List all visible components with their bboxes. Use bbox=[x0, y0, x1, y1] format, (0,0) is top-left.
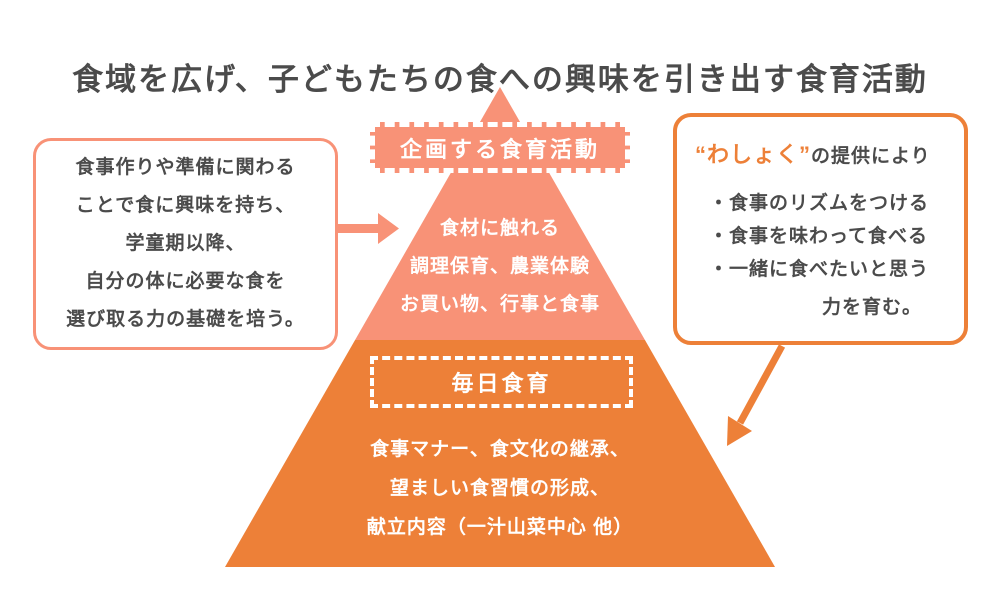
left-callout-line: 自分の体に必要な食を bbox=[85, 271, 286, 292]
left-callout: 食事作りや準備に関わる ことで食に興味を持ち、 学童期以降、 自分の体に必要な食… bbox=[33, 138, 338, 350]
planned-activities-label: 企画する食育活動 bbox=[370, 122, 630, 173]
bullet-item: ・一緒に食べたいと思う bbox=[709, 259, 930, 280]
right-arrow-icon bbox=[727, 344, 786, 446]
washoku-highlight: “わしょく” bbox=[695, 142, 812, 167]
lower-activities-text: 食事マナー、食文化の継承、 望ましい食習慣の形成、 献立内容（一汁山菜中心 他） bbox=[275, 430, 725, 547]
bullet-item: ・食事のリズムをつける bbox=[709, 193, 930, 214]
planned-activities-label-text: 企画する食育活動 bbox=[399, 136, 600, 162]
daily-food-education-label: 毎日食育 bbox=[370, 356, 633, 408]
bullet-item: ・食事を味わって食べる bbox=[709, 226, 929, 247]
lower-activity-line: 望ましい食習慣の形成、 bbox=[389, 478, 610, 499]
lower-activity-line: 献立内容（一汁山菜中心 他） bbox=[366, 517, 634, 538]
upper-activities-text: 食材に触れる 調理保育、農業体験 お買い物、行事と食事 bbox=[300, 210, 700, 324]
left-callout-text: 食事作りや準備に関わる ことで食に興味を持ち、 学童期以降、 自分の体に必要な食… bbox=[66, 149, 305, 339]
right-callout-header-rest: の提供により bbox=[811, 146, 931, 167]
upper-activity-line: 調理保育、農業体験 bbox=[409, 256, 590, 277]
right-callout-bullets: ・食事のリズムをつける ・食事を味わって食べる ・一緒に食べたいと思う bbox=[695, 187, 946, 286]
left-arrow-icon bbox=[336, 213, 399, 244]
daily-food-education-label-text: 毎日食育 bbox=[451, 371, 552, 396]
upper-activity-line: 食材に触れる bbox=[439, 218, 560, 239]
left-callout-line: 学童期以降、 bbox=[125, 233, 246, 254]
left-callout-line: 選び取る力の基礎を培う。 bbox=[66, 309, 305, 330]
right-callout-footer: 力を育む。 bbox=[821, 297, 922, 318]
lower-activity-line: 食事マナー、食文化の継承、 bbox=[370, 439, 630, 460]
left-callout-line: ことで食に興味を持ち、 bbox=[75, 195, 296, 216]
right-callout-header: “わしょく”の提供により bbox=[695, 139, 946, 174]
left-callout-line: 食事作りや準備に関わる bbox=[75, 157, 296, 178]
right-callout: “わしょく”の提供により ・食事のリズムをつける ・食事を味わって食べる ・一緒… bbox=[673, 113, 968, 345]
upper-activity-line: お買い物、行事と食事 bbox=[399, 294, 600, 315]
